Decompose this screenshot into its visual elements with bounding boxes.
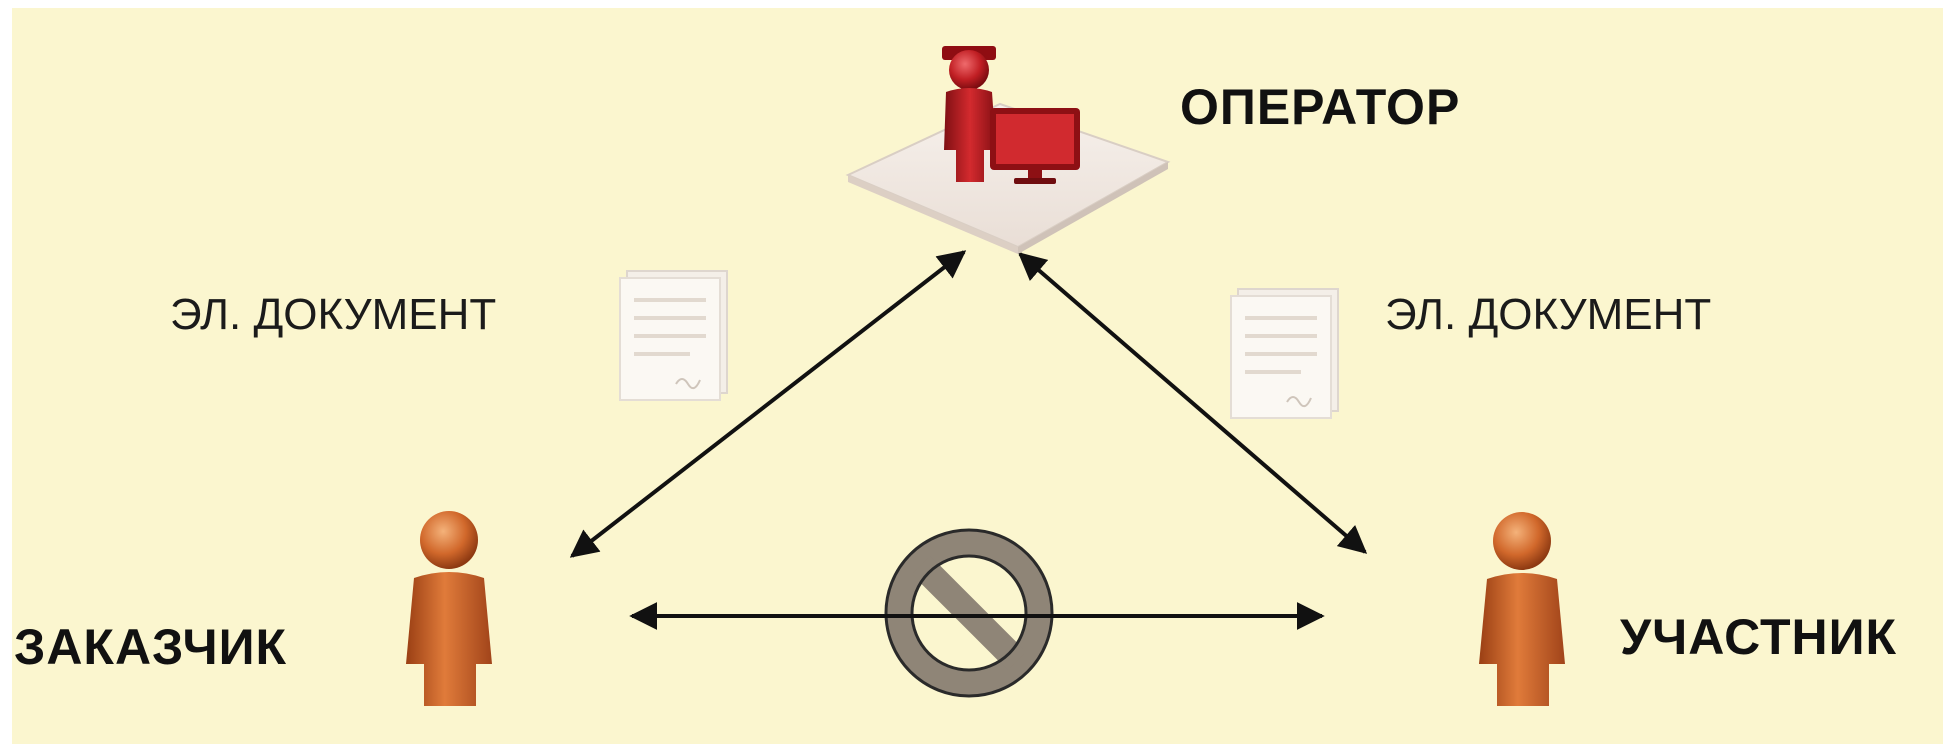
operator-label: ОПЕРАТОР <box>1180 79 1461 135</box>
document-icon-left <box>619 270 728 401</box>
operator-at-computer-icon <box>845 46 1171 254</box>
arrow-operator-participant <box>1017 252 1368 554</box>
participant-person-icon <box>1479 512 1565 706</box>
participant-label: УЧАСТНИК <box>1620 609 1898 665</box>
customer-label: ЗАКАЗЧИК <box>14 619 288 675</box>
arrow-operator-customer <box>569 250 967 558</box>
doc-label-left: ЭЛ. ДОКУМЕНТ <box>170 290 497 339</box>
customer-person-icon <box>406 511 492 706</box>
doc-label-right: ЭЛ. ДОКУМЕНТ <box>1385 290 1712 339</box>
prohibited-icon <box>884 528 1054 698</box>
document-icon-right <box>1230 288 1339 419</box>
